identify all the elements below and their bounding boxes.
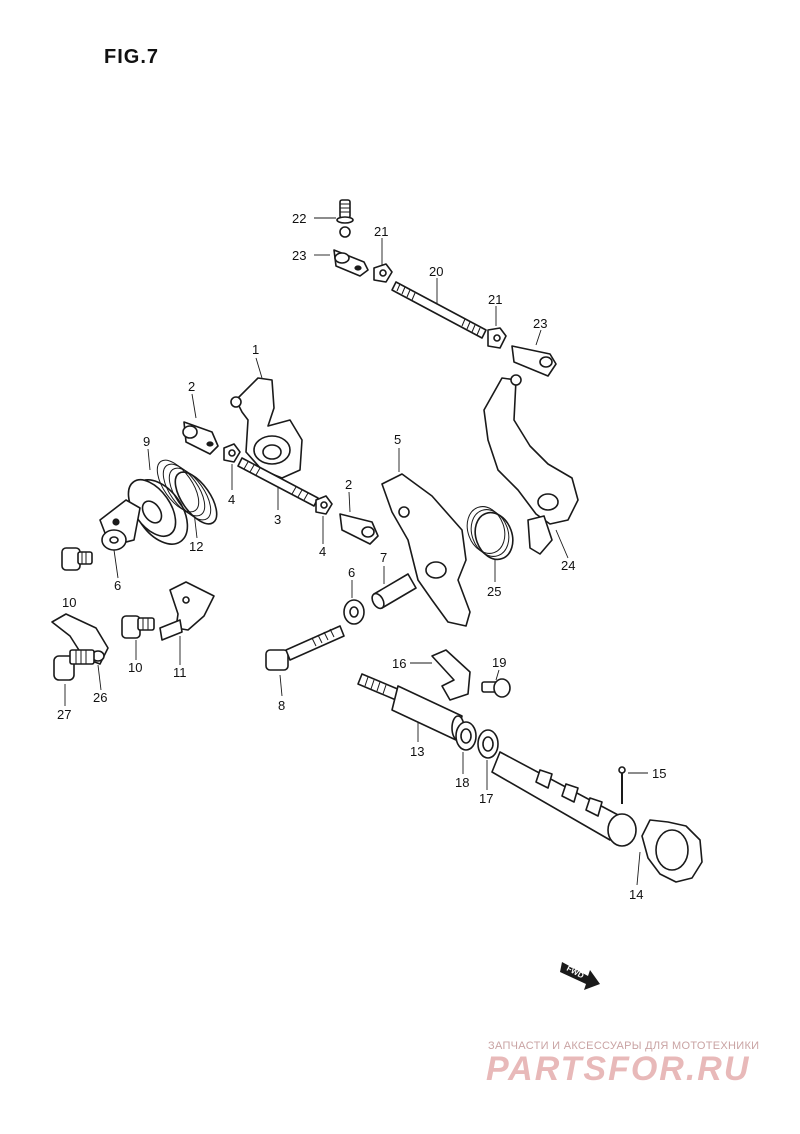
part-5-lever-plate: [381, 473, 471, 627]
callout-25: 25: [487, 584, 501, 599]
callout-20: 20: [429, 264, 443, 279]
part-11-bracket: [159, 581, 215, 641]
figure-title: FIG.7: [104, 46, 160, 68]
callout-1: 1: [252, 342, 259, 357]
part-9-throttle-drum: [99, 479, 189, 547]
callout-7: 7: [380, 550, 387, 565]
part-17-washer: [477, 729, 499, 759]
watermark-brand: PARTSFOR.RU: [486, 1050, 751, 1088]
callout-2: 2: [345, 477, 352, 492]
part-27-bolt: [53, 649, 95, 681]
part-25-spring: [466, 506, 514, 561]
callout-4: 4: [319, 544, 326, 559]
callout-5: 5: [394, 432, 401, 447]
callout-14: 14: [629, 887, 643, 902]
part-2-rod-end-left: [182, 421, 219, 455]
callout-2: 2: [188, 379, 195, 394]
callout-11: 11: [173, 665, 187, 680]
callout-9: 9: [143, 434, 150, 449]
part-18-washer: [455, 721, 477, 751]
part-14-friction-knob: [491, 751, 703, 883]
callout-22: 22: [292, 211, 306, 226]
watermark-caption: ЗАПЧАСТИ И АКСЕССУАРЫ ДЛЯ МОТОТЕХНИКИ: [488, 1040, 760, 1052]
callout-8: 8: [278, 698, 285, 713]
callout-12: 12: [189, 539, 203, 554]
callout-23: 23: [292, 248, 306, 263]
part-10-bolt-upper: [61, 547, 93, 571]
callout-3: 3: [274, 512, 281, 527]
part-24-shift-arm: [483, 374, 579, 555]
part-15-pin: [618, 766, 626, 804]
callout-19: 19: [492, 655, 506, 670]
part-13-friction-bolt: [357, 673, 465, 741]
part-8-pivot-bolt: [265, 625, 345, 671]
part-23-rod-end-upper: [333, 249, 369, 277]
callout-17: 17: [479, 791, 493, 806]
callout-4: 4: [228, 492, 235, 507]
part-3-threaded-rod: [237, 457, 319, 507]
callout-21: 21: [374, 224, 388, 239]
part-4-nut-right: [315, 495, 333, 515]
callout-labels: 22 23 21 20 21 23 1 2 9 4 3 12 6 10 2 4 …: [57, 211, 666, 902]
part-12-return-spring: [156, 459, 218, 525]
part-2-rod-end-right: [339, 513, 379, 545]
callout-6: 6: [348, 565, 355, 580]
callout-15: 15: [652, 766, 666, 781]
part-4-nut-left: [223, 443, 241, 463]
part-23-rod-end-lower: [511, 345, 557, 377]
callout-16: 16: [392, 656, 406, 671]
callout-10: 10: [128, 660, 142, 675]
part-10-bolt-lower: [121, 615, 155, 639]
callout-24: 24: [561, 558, 575, 573]
callout-21: 21: [488, 292, 502, 307]
fwd-arrow-icon: FWD: [560, 962, 600, 990]
part-19-screw: [481, 678, 511, 698]
callout-13: 13: [410, 744, 424, 759]
part-7-collar: [371, 573, 417, 610]
callout-26: 26: [93, 690, 107, 705]
callout-27: 27: [57, 707, 71, 722]
callout-18: 18: [455, 775, 469, 790]
part-1-throttle-lever: [230, 377, 303, 479]
part-16-clamp: [431, 649, 471, 701]
part-6-washer-center: [343, 599, 365, 625]
part-6-washer-left: [101, 529, 127, 551]
callout-10: 10: [62, 595, 76, 610]
callout-6: 6: [114, 578, 121, 593]
part-21-nut-upper: [373, 263, 393, 283]
callout-23: 23: [533, 316, 547, 331]
part-22-ball-stud: [336, 199, 354, 238]
part-20-rod: [391, 281, 487, 339]
part-21-nut-lower: [487, 327, 507, 349]
